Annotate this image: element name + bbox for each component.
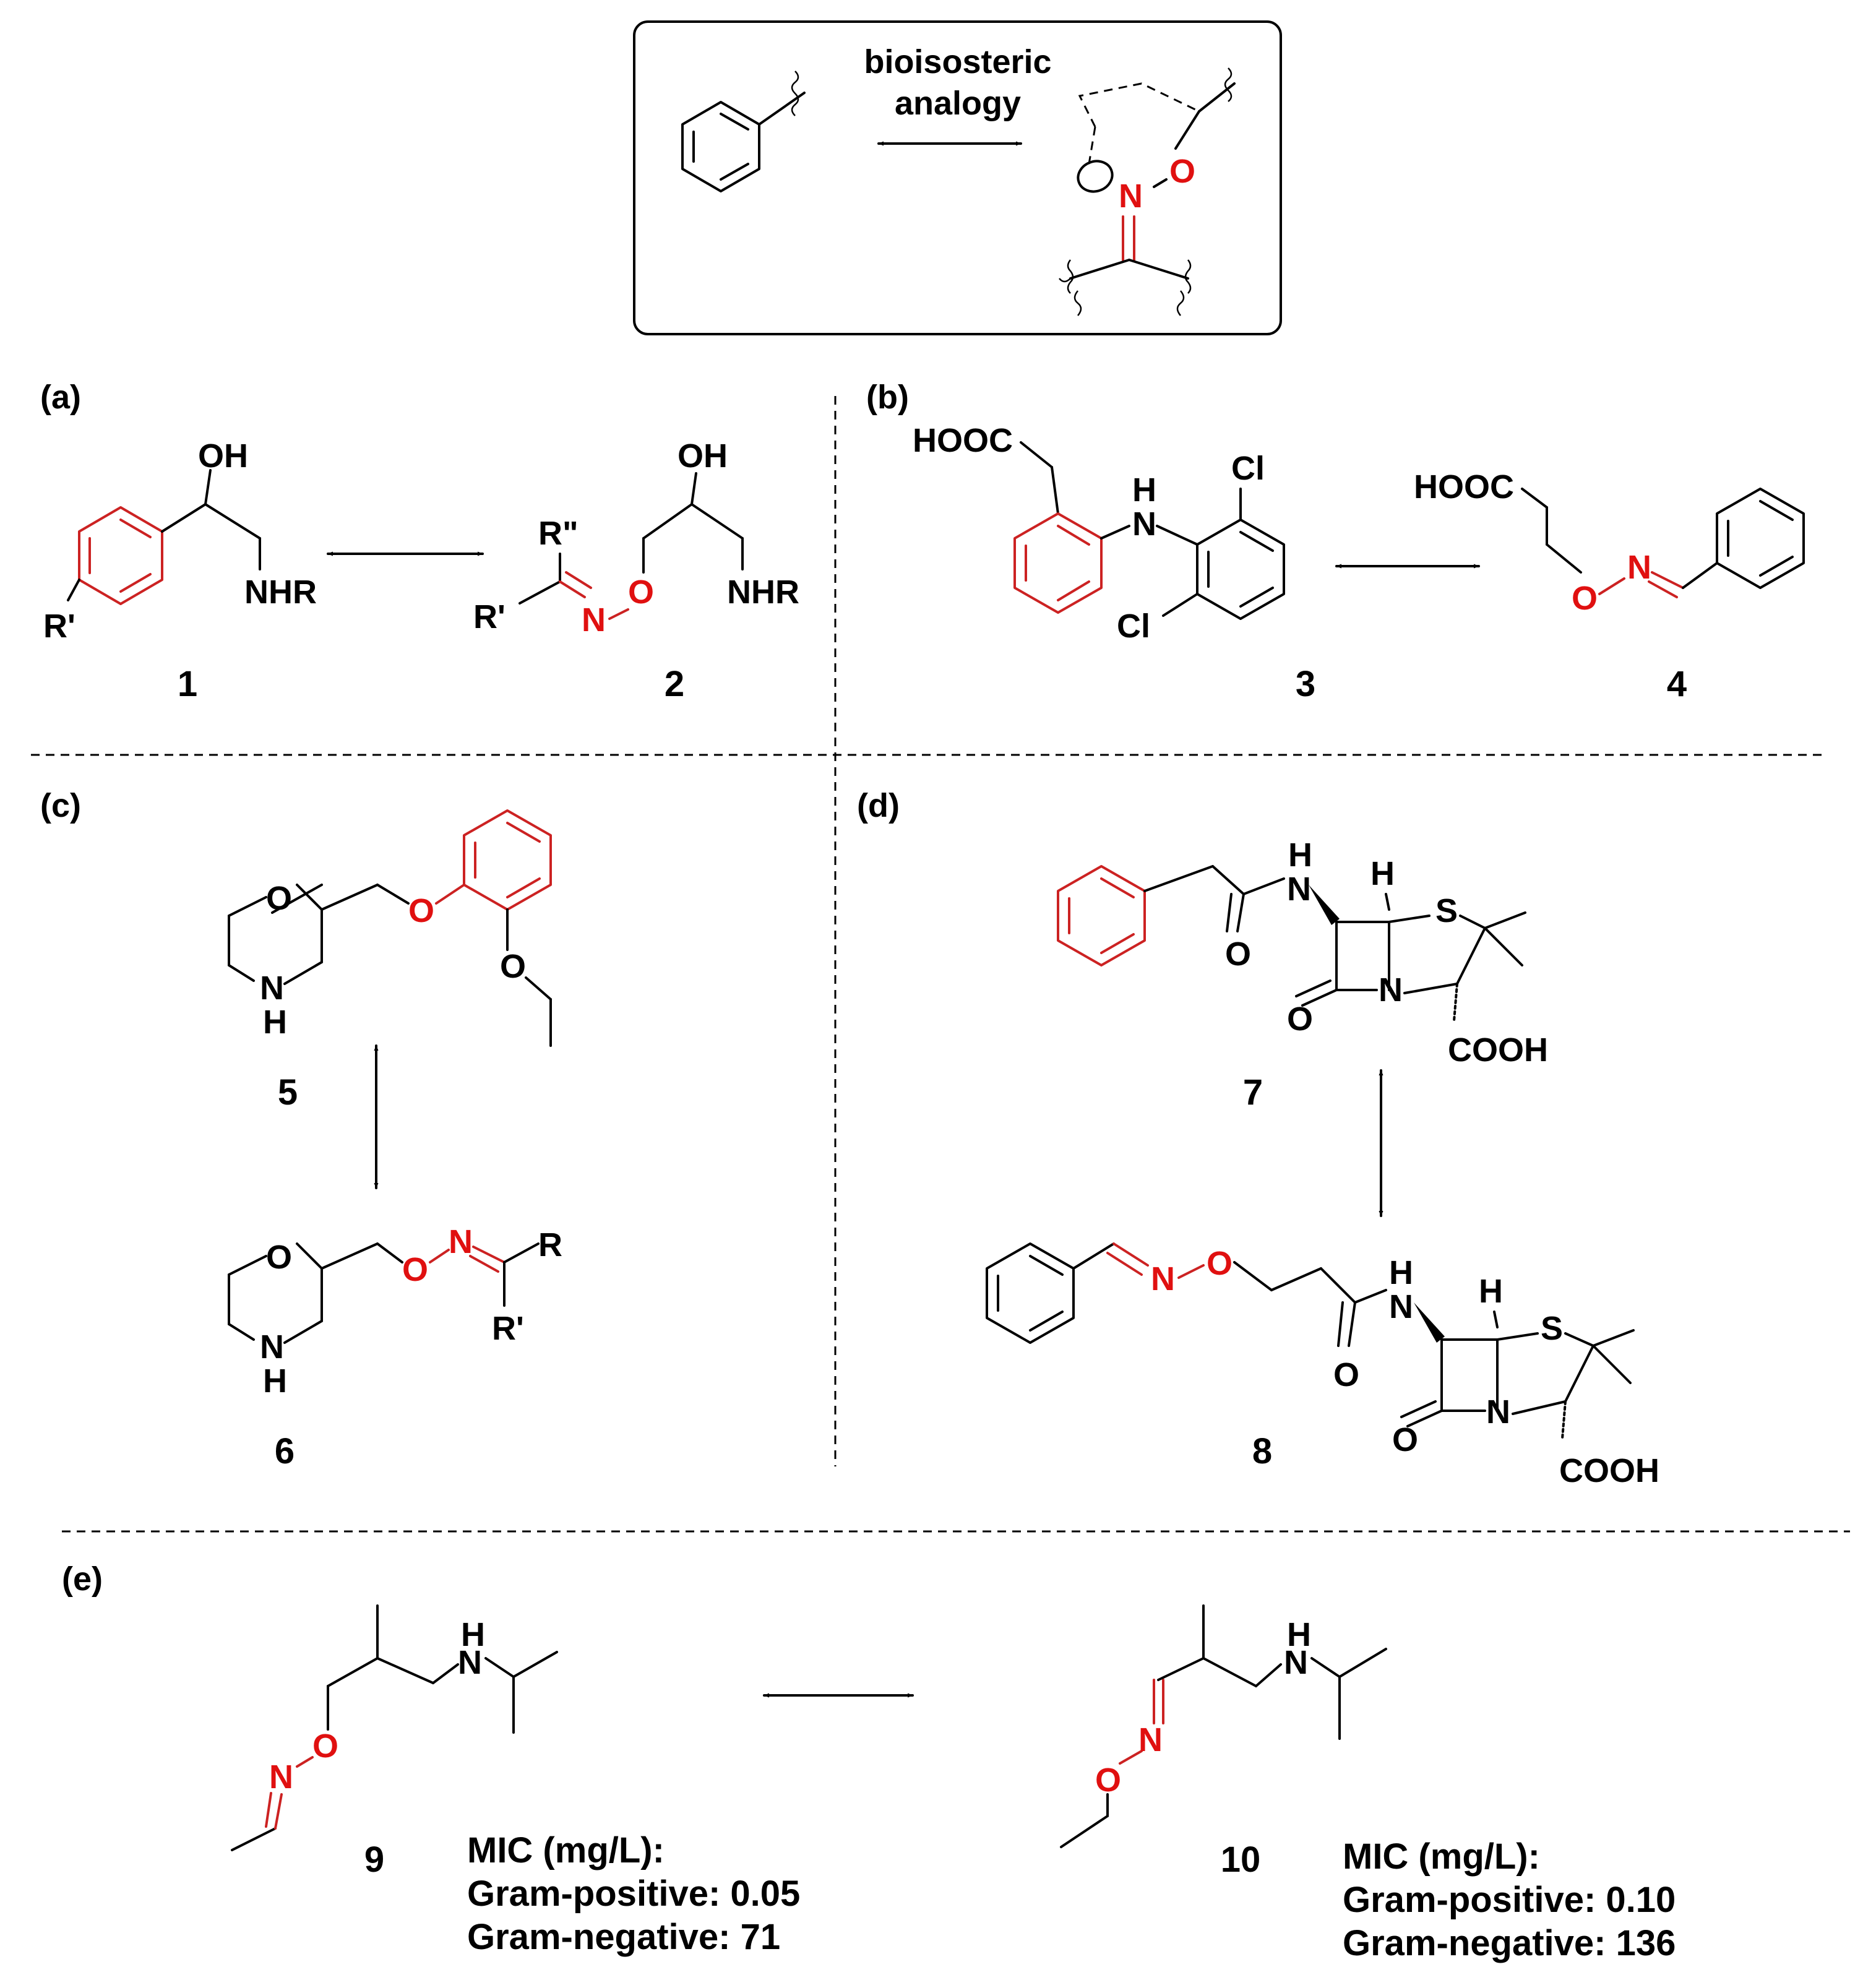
svg-text:N: N (1627, 549, 1651, 586)
svg-text:O: O (1333, 1356, 1359, 1393)
svg-text:COOH: COOH (1448, 1031, 1548, 1069)
compound-3-label: 3 (1296, 664, 1315, 704)
svg-text:O: O (1572, 580, 1598, 617)
compound-7-label: 7 (1243, 1072, 1263, 1113)
svg-text:R": R" (538, 515, 579, 552)
svg-text:R': R' (43, 608, 75, 645)
svg-text:R: R (538, 1226, 562, 1263)
svg-text:N: N (1379, 971, 1403, 1009)
svg-text:N: N (269, 1758, 293, 1796)
svg-text:R': R' (492, 1310, 524, 1347)
compound-10-structure: O N H N (1060, 1604, 1387, 1848)
svg-text:H: H (1287, 1616, 1311, 1653)
svg-text:H: H (1288, 837, 1312, 874)
panel-label-b: (b) (866, 379, 909, 416)
svg-text:O: O (266, 1239, 292, 1276)
svg-text:N: N (1151, 1260, 1175, 1298)
svg-text:N: N (260, 1328, 284, 1366)
svg-text:Cl: Cl (1231, 450, 1265, 487)
svg-text:S: S (1541, 1310, 1563, 1347)
compound-9-label: 9 (364, 1840, 384, 1880)
svg-text:O: O (1392, 1421, 1418, 1458)
svg-text:O: O (1169, 153, 1195, 190)
svg-text:H: H (1479, 1273, 1503, 1310)
compound-2-structure: R" R' N O OH NHR (473, 437, 799, 639)
bioisosteric-analogy-box: bioisosteric analogy O N (633, 20, 1282, 335)
svg-text:HOOC: HOOC (1414, 468, 1514, 506)
panel-label-a: (a) (40, 379, 81, 416)
svg-text:O: O (402, 1251, 428, 1288)
compound-1-structure: OH NHR R' (43, 437, 317, 645)
panel-label-d: (d) (857, 787, 900, 824)
svg-text:N: N (1389, 1288, 1413, 1325)
mic-9-title: MIC (mg/L): (467, 1830, 665, 1870)
mic-10-title: MIC (mg/L): (1343, 1836, 1540, 1877)
svg-text:O: O (628, 574, 654, 611)
svg-text:H: H (263, 1004, 287, 1041)
svg-text:HOOC: HOOC (913, 422, 1013, 459)
mic-10-gram-positive: Gram-positive: 0.10 (1343, 1880, 1676, 1920)
svg-text:H: H (1389, 1254, 1413, 1291)
svg-text:N: N (458, 1644, 482, 1681)
svg-text:N: N (1119, 178, 1143, 215)
svg-text:O: O (1287, 1001, 1313, 1038)
svg-text:NHR: NHR (244, 574, 317, 611)
svg-text:H: H (1132, 471, 1156, 509)
svg-text:NHR: NHR (727, 574, 799, 611)
box-text-line1: bioisosteric (864, 43, 1051, 80)
svg-text:N: N (449, 1223, 473, 1260)
svg-text:OH: OH (678, 437, 728, 475)
svg-text:O: O (408, 892, 434, 929)
panel-label-c: (c) (40, 787, 81, 824)
svg-text:N: N (582, 601, 606, 639)
mic-9-gram-positive: Gram-positive: 0.05 (467, 1874, 800, 1914)
svg-text:H: H (1370, 855, 1395, 892)
compound-8-label: 8 (1252, 1431, 1272, 1471)
svg-text:N: N (260, 970, 284, 1007)
compound-8-structure: N O O H N H O N S COOH (986, 1242, 1659, 1489)
svg-text:N: N (1287, 871, 1311, 908)
compound-3-structure: HOOC H N Cl Cl (913, 422, 1285, 645)
svg-text:O: O (266, 880, 292, 917)
compound-6-structure: O N H O N R R' (228, 1223, 562, 1400)
svg-text:O: O (500, 948, 526, 985)
mic-10-gram-negative: Gram-negative: 136 (1343, 1923, 1676, 1963)
svg-text:COOH: COOH (1559, 1452, 1659, 1489)
mic-9-gram-negative: Gram-negative: 71 (467, 1917, 780, 1957)
svg-text:O: O (1095, 1762, 1121, 1799)
svg-text:H: H (461, 1616, 485, 1653)
compound-5-label: 5 (278, 1072, 298, 1113)
panel-label-e: (e) (62, 1560, 103, 1598)
svg-text:N: N (1284, 1644, 1308, 1681)
compound-5-structure: O N H O O (228, 809, 552, 1047)
compound-2-label: 2 (665, 664, 684, 704)
svg-text:O: O (312, 1728, 338, 1765)
compound-6-label: 6 (275, 1431, 295, 1471)
svg-text:OH: OH (198, 437, 248, 475)
compound-10-label: 10 (1221, 1840, 1261, 1880)
box-text-line2: analogy (895, 85, 1021, 122)
svg-text:R': R' (473, 598, 506, 635)
compound-4-label: 4 (1667, 664, 1687, 704)
compound-4-structure: HOOC O N (1414, 468, 1805, 617)
svg-text:O: O (1207, 1245, 1233, 1282)
svg-text:N: N (1486, 1393, 1510, 1431)
compound-7-structure: O H N H O N S COOH (1057, 837, 1548, 1069)
svg-text:N: N (1132, 506, 1156, 543)
benzene-ring (681, 71, 806, 192)
svg-text:N: N (1138, 1721, 1163, 1758)
mic-block-10: MIC (mg/L): Gram-positive: 0.10 Gram-neg… (1343, 1836, 1676, 1963)
svg-text:Cl: Cl (1117, 608, 1150, 645)
svg-text:S: S (1435, 892, 1458, 929)
svg-text:H: H (263, 1362, 287, 1400)
svg-text:O: O (1225, 936, 1251, 973)
compound-9-structure: N O H N (231, 1604, 558, 1851)
mic-block-9: MIC (mg/L): Gram-positive: 0.05 Gram-neg… (467, 1830, 800, 1957)
oxime-ether-fragment: O N (1059, 67, 1236, 316)
compound-1-label: 1 (178, 664, 197, 704)
